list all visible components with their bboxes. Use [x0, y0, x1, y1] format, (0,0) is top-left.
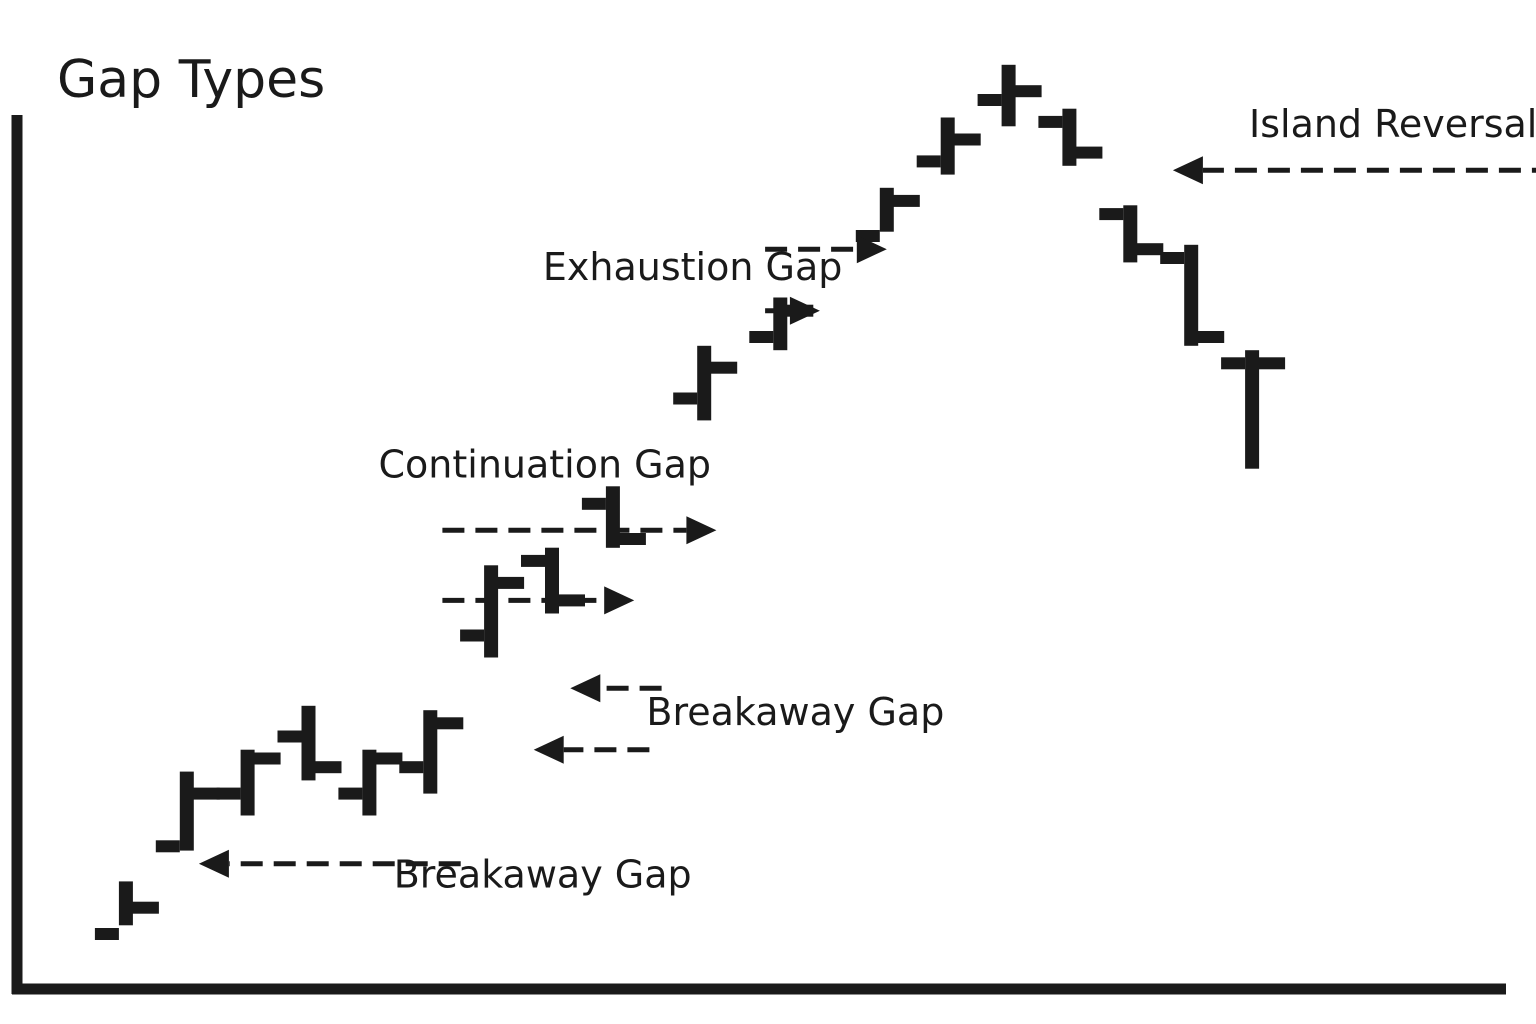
ohlc-close-tick [1136, 243, 1164, 256]
axes [11, 115, 1506, 995]
ohlc-close-tick [892, 194, 920, 207]
ohlc-close-tick [710, 361, 738, 374]
annotation-arrow-head [856, 235, 887, 264]
annotation-arrow-head [1172, 156, 1203, 185]
ohlc-bar [460, 565, 525, 658]
ohlc-bar [94, 881, 159, 940]
ohlc-open-tick [338, 787, 363, 800]
annotation-arrow-head [604, 586, 635, 615]
ohlc-bar-range [301, 705, 316, 781]
ohlc-bar-range [179, 771, 194, 851]
annotation-arrow-head [533, 735, 564, 764]
ohlc-close-tick [314, 761, 342, 774]
price-bars [94, 64, 1286, 940]
ohlc-close-tick [375, 752, 403, 765]
ohlc-close-tick [436, 717, 464, 730]
chart-title: Gap Types [57, 50, 325, 110]
ohlc-open-tick [399, 761, 424, 774]
ohlc-close-tick [131, 901, 159, 914]
ohlc-bar-range [697, 345, 712, 421]
ohlc-bar-range [118, 881, 133, 926]
ohlc-bar-range [1001, 64, 1016, 127]
ohlc-bar [399, 710, 464, 794]
ohlc-bar [581, 486, 646, 548]
ohlc-close-tick [953, 133, 981, 146]
ohlc-close-tick [1197, 331, 1225, 343]
ohlc-open-tick [216, 787, 241, 800]
ohlc-open-tick [521, 554, 545, 567]
ohlc-open-tick [581, 497, 606, 510]
ohlc-bar [1160, 244, 1225, 346]
annotation-arrow-head [789, 296, 820, 325]
gap-label: Island Reversal Gap [1249, 102, 1536, 146]
ohlc-open-tick [155, 840, 180, 853]
ohlc-open-tick [1038, 115, 1063, 128]
ohlc-bar-range [545, 547, 559, 614]
ohlc-open-tick [94, 928, 119, 940]
gap-label: Breakaway Gap [394, 853, 692, 897]
ohlc-bar [855, 187, 920, 242]
ohlc-open-tick [916, 155, 941, 168]
gap-annotation: Breakaway Gap [533, 690, 944, 764]
ohlc-open-tick [1221, 357, 1246, 370]
ohlc-bar-range [362, 749, 377, 816]
gap-annotation: Continuation Gap [379, 443, 717, 545]
gap-annotation: Island Reversal Gap [1172, 102, 1536, 185]
gap-label: Breakaway Gap [646, 690, 944, 734]
ohlc-bar [916, 117, 981, 175]
gap-annotation [765, 296, 820, 325]
ohlc-bar [216, 749, 281, 816]
ohlc-close-tick [618, 533, 646, 545]
annotation-arrow-head [686, 516, 717, 545]
ohlc-bar [1038, 108, 1103, 166]
ohlc-close-tick [1258, 357, 1286, 370]
ohlc-bar-range [1062, 108, 1077, 166]
ohlc-close-tick [558, 594, 585, 607]
ohlc-open-tick [277, 730, 302, 743]
ohlc-bar [1099, 205, 1164, 263]
ohlc-bar [1221, 350, 1286, 469]
ohlc-bar-range [879, 187, 894, 232]
ohlc-bar [277, 705, 342, 781]
ohlc-close-tick [192, 787, 220, 800]
ohlc-open-tick [1160, 252, 1185, 264]
gap-annotation: Exhaustion Gap [543, 235, 887, 289]
ohlc-bar-range [1123, 205, 1138, 263]
annotation-arrow-head [570, 674, 601, 703]
ohlc-bar [338, 749, 403, 816]
gap-annotation [570, 674, 662, 703]
annotation-arrow-head [198, 849, 229, 878]
ohlc-close-tick [1014, 85, 1042, 98]
ohlc-bar-range [773, 297, 788, 351]
ohlc-bar [155, 771, 220, 853]
ohlc-bar-range [605, 486, 620, 548]
ohlc-open-tick [1099, 208, 1124, 221]
ohlc-bar [521, 547, 585, 614]
ohlc-open-tick [673, 392, 698, 405]
ohlc-bar-range [240, 749, 255, 816]
gap-label: Exhaustion Gap [543, 245, 842, 289]
gap-annotation [442, 586, 635, 615]
gap-annotation: Breakaway Gap [198, 849, 692, 897]
ohlc-bar-range [423, 710, 438, 794]
ohlc-bar-range [1184, 244, 1199, 346]
ohlc-bar-range [940, 117, 955, 175]
ohlc-close-tick [1075, 146, 1103, 159]
gap-label: Continuation Gap [379, 443, 712, 487]
ohlc-bar [673, 345, 738, 421]
ohlc-bar [977, 64, 1042, 127]
ohlc-bar-range [1245, 350, 1260, 469]
ohlc-bar-range [484, 565, 499, 658]
ohlc-close-tick [497, 576, 525, 589]
ohlc-open-tick [460, 629, 485, 642]
ohlc-open-tick [977, 94, 1002, 106]
ohlc-close-tick [253, 752, 281, 765]
ohlc-open-tick [749, 331, 774, 343]
